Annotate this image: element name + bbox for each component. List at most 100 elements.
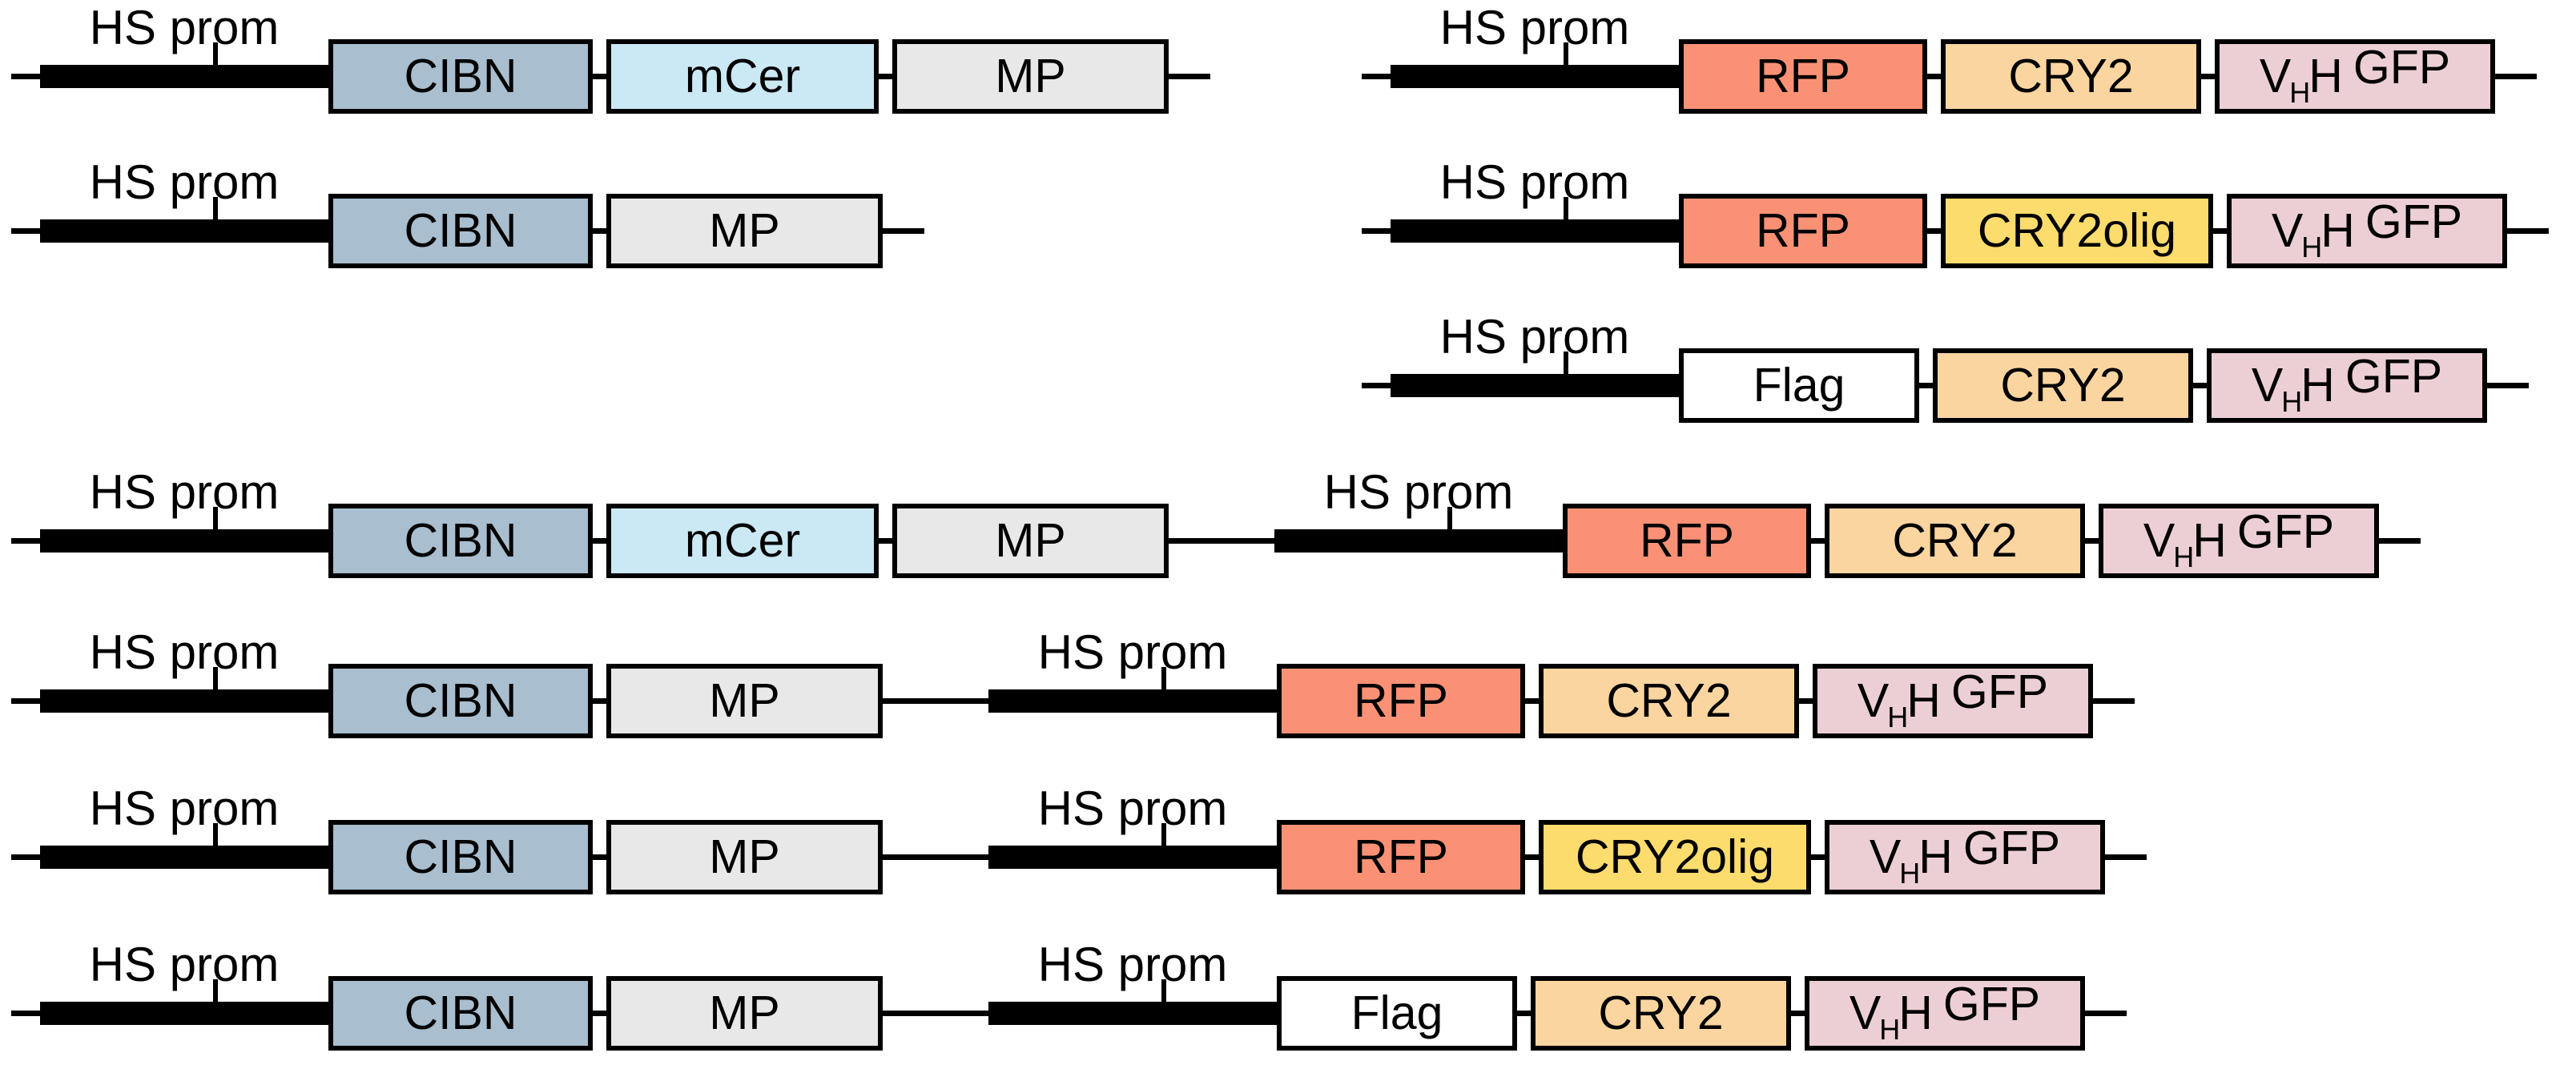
gene-connector (879, 73, 892, 79)
dna-line-end (2085, 1010, 2127, 1016)
vhh-v: V (2251, 358, 2284, 412)
promoter-bar (1391, 219, 1679, 243)
vhh-v: V (1857, 673, 1890, 727)
gene-box-rfp: RFP (1679, 193, 1927, 268)
gene-box-cibn: CIBN (328, 819, 593, 894)
dna-line-end (2093, 697, 2135, 704)
gene-label: RFP (1756, 203, 1850, 257)
gene-label: MP (995, 513, 1066, 567)
vhh-subscript-h: H (2173, 540, 2195, 573)
dna-line-end (2487, 382, 2529, 388)
gene-box-cibn: CIBN (328, 663, 593, 738)
gene-box-rfp: RFP (1277, 819, 1525, 894)
vhh-subscript-h: H (1899, 856, 1921, 890)
promoter-tick-icon (213, 42, 218, 68)
gene-connector (1927, 227, 1941, 234)
gene-label: MP (709, 830, 780, 883)
promoter-label: HS prom (89, 625, 280, 679)
promoter: HS prom (988, 941, 1277, 1061)
promoter-label: HS prom (1037, 625, 1228, 679)
gene-box-mp: MP (606, 975, 883, 1051)
promoter-tick-icon (1564, 197, 1568, 223)
gene-connector (2193, 382, 2207, 388)
gene-connector (1927, 73, 1941, 79)
gene-label: CRY2olig (1977, 203, 2177, 257)
gene-label: MP (995, 49, 1066, 102)
gene-box-mp: MP (892, 503, 1169, 578)
gene-label: CIBN (404, 513, 517, 567)
promoter-tick-icon (213, 823, 218, 849)
promoter: HS prom (40, 4, 328, 124)
vhh-h: H (1898, 986, 1933, 1039)
vhh-subscript-h: H (1887, 700, 1909, 733)
gene-box-rfp: RFP (1277, 663, 1525, 738)
promoter: HS prom (988, 785, 1277, 905)
gene-box-cry2: CRY2 (1941, 38, 2201, 114)
vhh-gfp-text: GFP (2365, 195, 2463, 248)
gene-connector (2201, 73, 2215, 79)
gene-label: CIBN (404, 203, 517, 257)
gene-box-cry2olig: CRY2olig (1539, 819, 1811, 894)
gene-label: MP (709, 986, 780, 1039)
promoter-tick-icon (1161, 979, 1166, 1005)
vhh-gfp-text: GFP (2353, 40, 2451, 94)
dna-line-end (2507, 227, 2549, 234)
promoter-bar (40, 528, 328, 553)
vhh-v: V (2259, 49, 2292, 102)
gene-label: CRY2 (2000, 358, 2126, 412)
promoter-label: HS prom (89, 465, 280, 519)
vhh-h: H (2192, 513, 2227, 567)
promoter: HS prom (1391, 4, 1679, 124)
gene-box-rfp: RFP (1563, 503, 1811, 578)
vhh-h: H (1906, 673, 1941, 727)
promoter-tick-icon (213, 979, 218, 1005)
promoter-label: HS prom (1037, 782, 1228, 835)
promoter-label: HS prom (1439, 310, 1630, 364)
dna-line-start (1362, 227, 1391, 234)
gene-box-rfp: RFP (1679, 38, 1927, 114)
gene-label: CIBN (404, 986, 517, 1039)
promoter-bar (988, 689, 1277, 713)
promoter-bar (40, 64, 328, 88)
gene-box-cry2: CRY2 (1539, 663, 1799, 738)
promoter-bar (988, 1001, 1277, 1025)
gene-label: RFP (1756, 49, 1850, 102)
promoter: HS prom (40, 159, 328, 279)
gene-connector (593, 697, 606, 704)
gene-label: RFP (1354, 673, 1448, 727)
gene-connector (1811, 537, 1825, 544)
promoter-tick-icon (1161, 667, 1166, 693)
gene-connector (1525, 697, 1539, 704)
gene-connector (2085, 537, 2099, 544)
promoter: HS prom (40, 941, 328, 1061)
gene-connector (1791, 1010, 1805, 1016)
dna-line-between-cassettes (883, 1010, 988, 1016)
vhh-v: V (1869, 830, 1902, 883)
gene-label: CRY2olig (1575, 830, 1775, 883)
promoter-label: HS prom (89, 938, 280, 991)
gene-box-cibn: CIBN (328, 193, 593, 268)
gene-box-cry2: CRY2 (1933, 348, 2193, 423)
promoter: HS prom (1274, 468, 1563, 589)
vhh-v: V (1849, 986, 1882, 1039)
promoter-bar (1274, 528, 1563, 553)
promoter-label: HS prom (89, 155, 280, 209)
vhh-h: H (2308, 49, 2343, 102)
dna-line-start (11, 73, 40, 79)
dna-line-end (883, 227, 924, 234)
vhh-gfp-text: GFP (1962, 821, 2061, 874)
gene-label: mCer (684, 513, 801, 567)
gene-connector (1517, 1010, 1531, 1016)
